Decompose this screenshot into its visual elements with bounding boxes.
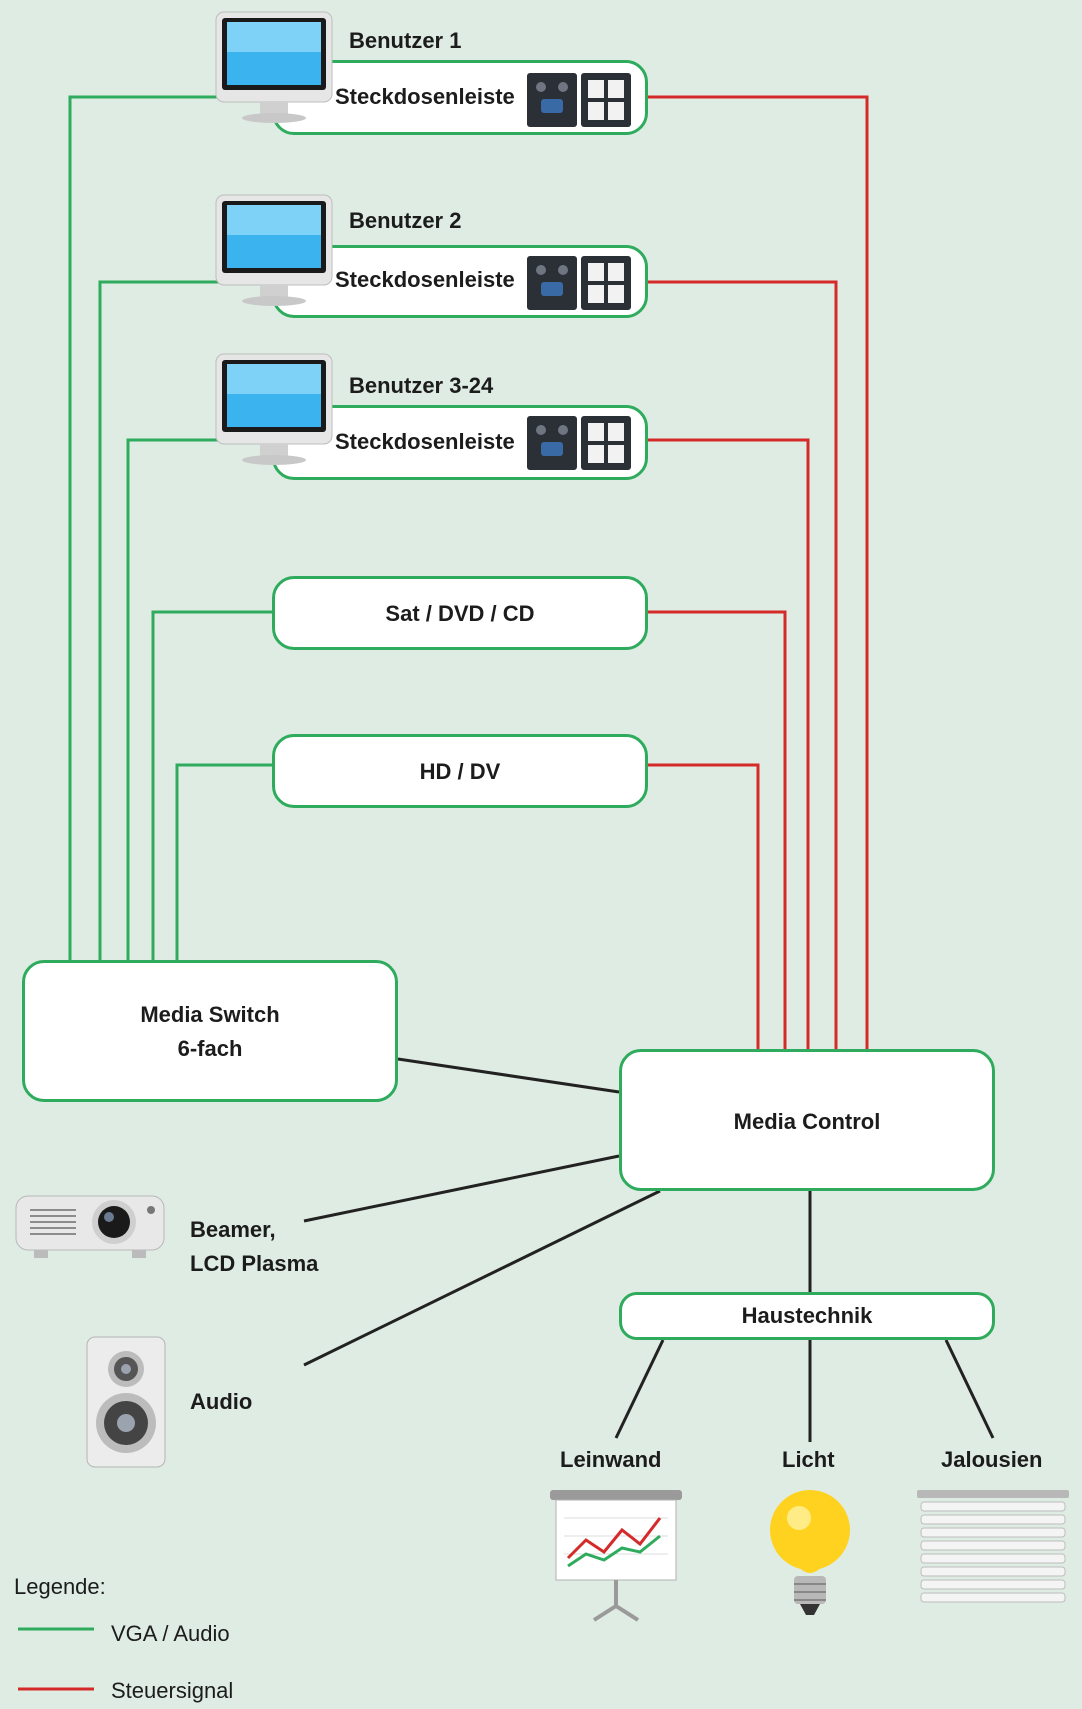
signal-line-user1 <box>648 95 869 1049</box>
socket-panel-icon <box>527 73 631 127</box>
user1-strip-label: Steckdosenleiste <box>335 84 515 109</box>
vga-audio-lines <box>68 95 272 960</box>
signal-line-user3 <box>648 438 810 1049</box>
jalousien-label: Jalousien <box>941 1447 1043 1472</box>
projector-icon <box>15 1195 165 1258</box>
beamer-label: Beamer, <box>190 1217 276 1242</box>
link-lines <box>303 1057 995 1442</box>
legend-vga-swatch <box>18 1627 94 1631</box>
haustechnik-label: Haustechnik <box>741 1303 873 1328</box>
vga-line-user3 <box>126 438 220 960</box>
legend-title: Legende: <box>14 1574 106 1599</box>
signal-line-hd <box>648 763 760 1049</box>
link-haus-leinwand <box>614 1339 665 1439</box>
media-switch-sublabel: 6-fach <box>177 1036 243 1061</box>
media-control-box: Media Control <box>619 1049 995 1191</box>
monitor-icon <box>215 353 333 465</box>
vga-line-user1 <box>68 95 220 960</box>
media-switch-box: Media Switch 6-fach <box>22 960 398 1102</box>
speaker-icon <box>86 1336 166 1468</box>
link-haus-jalousien <box>944 1339 995 1439</box>
vga-line-sat <box>151 610 272 960</box>
legend-steuer-swatch <box>18 1687 94 1691</box>
media-control-label: Media Control <box>733 1109 881 1134</box>
socket-panel-icon <box>527 416 631 470</box>
vga-line-user2 <box>98 280 220 960</box>
user3-strip-label: Steckdosenleiste <box>335 429 515 454</box>
control-signal-lines <box>648 95 869 1049</box>
licht-label: Licht <box>782 1447 835 1472</box>
audio-label: Audio <box>190 1389 253 1414</box>
source-sat-label: Sat / DVD / CD <box>385 601 535 626</box>
blinds-icon <box>917 1490 1069 1603</box>
monitor-icon <box>215 194 333 306</box>
signal-line-user2 <box>648 280 838 1049</box>
user2-title: Benutzer 2 <box>349 208 462 233</box>
link-switch-control <box>397 1057 620 1094</box>
user1-title: Benutzer 1 <box>349 28 462 53</box>
leinwand-label: Leinwand <box>560 1447 662 1472</box>
link-control-audio <box>303 1189 661 1367</box>
signal-line-sat <box>648 610 787 1049</box>
source-hd-label: HD / DV <box>419 759 501 784</box>
user2-strip-label: Steckdosenleiste <box>335 267 515 292</box>
link-control-beamer <box>303 1154 620 1223</box>
monitor-icon <box>215 11 333 123</box>
lcd-plasma-label: LCD Plasma <box>190 1251 319 1276</box>
source-hd-dv: HD / DV <box>272 734 648 808</box>
lightbulb-icon <box>770 1490 850 1615</box>
legend-steuer-label: Steuersignal <box>111 1678 234 1703</box>
source-sat-dvd-cd: Sat / DVD / CD <box>272 576 648 650</box>
socket-panel-icon <box>527 256 631 310</box>
legend-vga-label: VGA / Audio <box>111 1621 230 1646</box>
vga-line-hd <box>175 763 272 960</box>
media-switch-label: Media Switch <box>140 1002 280 1027</box>
user3-title: Benutzer 3-24 <box>349 373 494 398</box>
screen-chart-icon <box>550 1490 682 1622</box>
haustechnik-box: Haustechnik <box>619 1292 995 1340</box>
